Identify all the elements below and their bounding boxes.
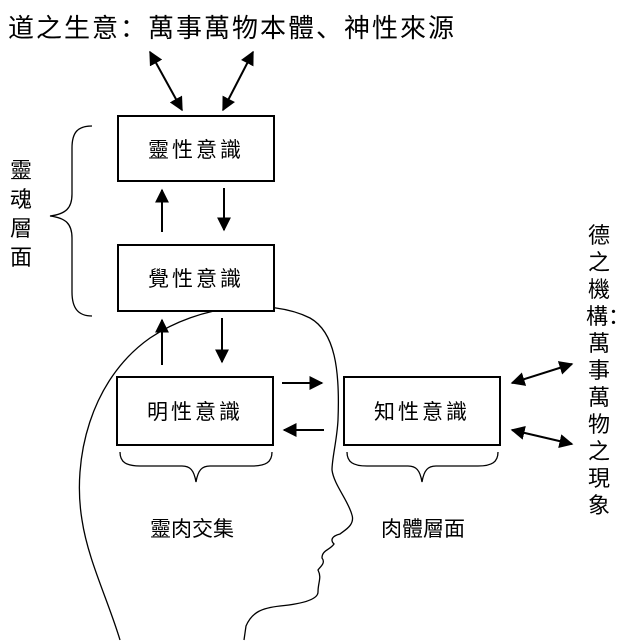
bright-consciousness-box: 明性意識 <box>116 376 274 446</box>
head-silhouette <box>78 305 354 641</box>
virtue-mechanism-label: 德之機構：萬事萬物之現象 <box>586 224 625 519</box>
spirit-flesh-union-label: 靈肉交集 <box>150 517 234 541</box>
soul-level-label: 靈魂層面 <box>9 159 32 271</box>
spirit-consciousness-box: 靈性意識 <box>117 115 275 182</box>
arrow-top-left <box>149 50 183 112</box>
union-brace <box>119 451 273 483</box>
arrow-right-upper <box>510 361 574 386</box>
arrow-top-right <box>222 50 254 112</box>
knowing-consciousness-box: 知性意識 <box>343 376 501 446</box>
awareness-consciousness-box: 覺性意識 <box>117 244 275 312</box>
diagram-title: 道之生意：萬事萬物本體、神性來源 <box>8 14 457 44</box>
soul-level-brace <box>49 125 93 317</box>
arrow-right-lower <box>510 426 574 448</box>
flesh-brace <box>346 451 499 483</box>
body-level-label: 肉體層面 <box>381 517 465 541</box>
